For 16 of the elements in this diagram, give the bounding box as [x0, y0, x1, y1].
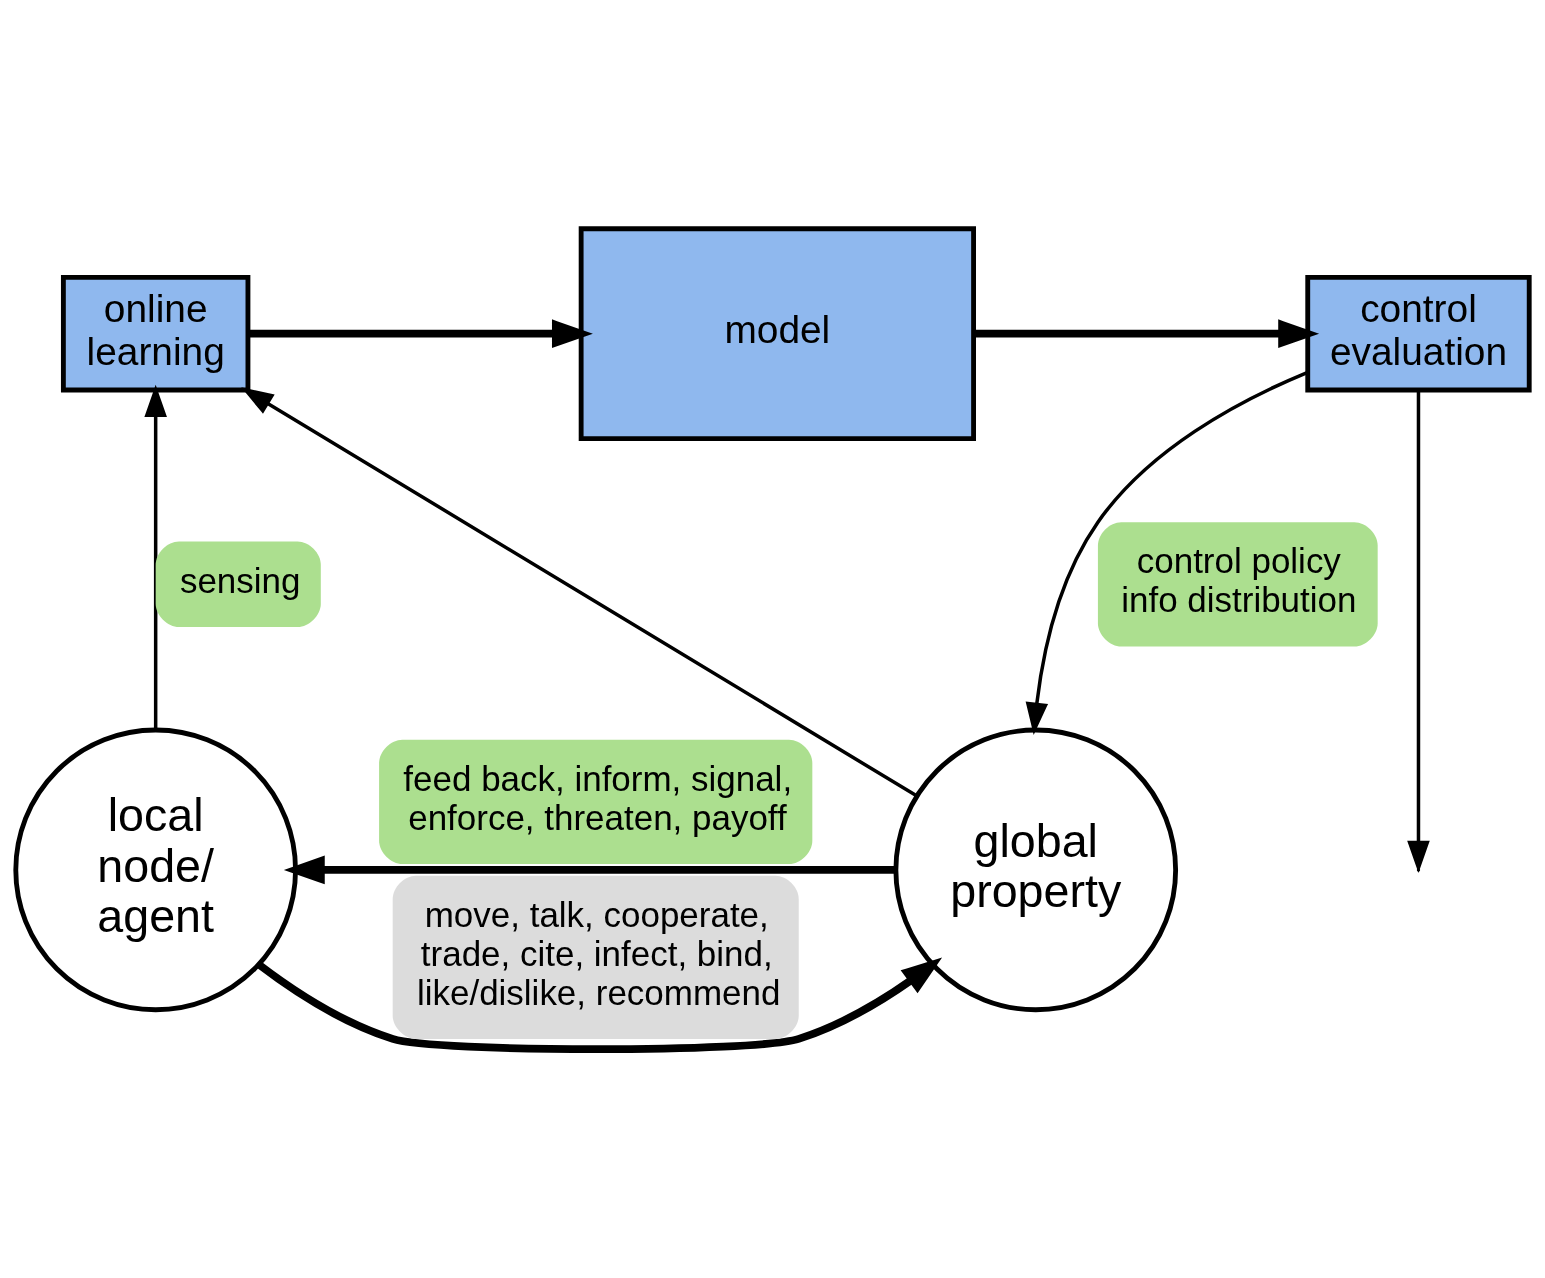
arrow: [1025, 370, 1308, 735]
arrow: [248, 319, 593, 348]
node-box: online learning: [60, 274, 251, 393]
edge-label: sensing: [179, 560, 301, 600]
node-circle: global property: [893, 727, 1179, 1013]
edge-label: move, talk, cooperate, trade, cite, infect, bind, like/dislike, recommend: [416, 895, 781, 1012]
edge-label: control policy info distribution: [1121, 541, 1357, 620]
arrow: [973, 319, 1320, 348]
node-box: control evaluation: [1305, 274, 1532, 393]
edge-label: feed back, inform, signal, enforce, threaten, payoff: [403, 759, 793, 837]
arrow: [241, 387, 918, 798]
arrow: [283, 855, 896, 885]
arrow: [256, 957, 943, 1054]
node-circle: local node/ agent: [13, 727, 298, 1013]
node-box: model: [578, 226, 976, 441]
arrow: [144, 384, 167, 730]
